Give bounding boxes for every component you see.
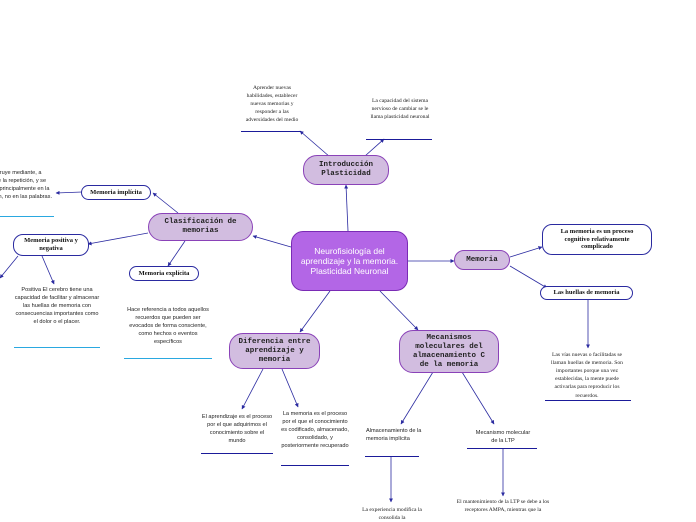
memoria-implicita-node[interactable]: Memoria implícita — [81, 185, 151, 200]
edge-positiva-left — [0, 255, 19, 279]
edge-clasif-explicita — [167, 240, 186, 267]
diferencia-note-aprendizaje: El aprendizaje es el proceso por el que … — [201, 414, 273, 445]
memoria-explicita-note-underline — [124, 358, 212, 359]
memoria-implicita-note: Se construye mediante, a través de la re… — [0, 170, 53, 201]
diferencia-note-memoria-underline — [281, 465, 349, 466]
edge-intro-note2 — [364, 138, 385, 157]
edge-implicita-note — [55, 190, 83, 195]
memoria-positiva-label: Memoria positiva y negativa — [24, 237, 78, 252]
mecanismo-ltp-note: El mantenimiento de la LTP se debe a los… — [456, 499, 550, 514]
mecanismo-ltp-underline — [467, 448, 537, 449]
diferencia-node[interactable]: Diferencia entre aprendizaje y memoria — [229, 333, 320, 369]
edge-center-introduccion — [344, 184, 349, 232]
edge-memoria-huellas — [509, 265, 548, 289]
introduccion-note-aprender-underline — [241, 131, 301, 132]
central-topic-node[interactable]: Neurofisiología del aprendizaje y la mem… — [291, 231, 408, 291]
edge-clasif-positiva — [87, 232, 149, 246]
huellas-memoria-label: Las huellas de memoria — [553, 289, 620, 297]
edge-diferencia-note2 — [281, 368, 299, 408]
introduccion-node[interactable]: Introducción Plasticidad — [303, 155, 389, 185]
edge-intro-note1 — [299, 130, 331, 158]
mecanismos-node[interactable]: Mecanismos moleculares del almacenamient… — [399, 330, 499, 373]
memoria-node[interactable]: Memoria — [454, 250, 510, 270]
clasificacion-label: Clasificación de memorias — [164, 218, 237, 235]
diferencia-note-aprendizaje-underline — [201, 453, 273, 454]
diferencia-label: Diferencia entre aprendizaje y memoria — [238, 337, 311, 364]
memoria-proceso-node[interactable]: La memoria es un proceso cognitivo relat… — [542, 224, 652, 255]
almacenamiento-implicita-label[interactable]: Almacenamiento de la memoria implícita — [366, 428, 422, 443]
almacenamiento-implicita-note: La experiencia modifica la consolida la — [362, 507, 422, 522]
memoria-positiva-note: Positiva El cerebro tiene una capacidad … — [14, 287, 100, 326]
memoria-explicita-note: Hace referencia a todos aquellos recuerd… — [127, 307, 209, 346]
edge-positiva-note — [41, 255, 55, 285]
memoria-implicita-label: Memoria implícita — [90, 188, 142, 196]
mecanismo-ltp-label[interactable]: Mecanismo molecular de la LTP — [475, 430, 531, 445]
memoria-positiva-node[interactable]: Memoria positiva y negativa — [13, 234, 89, 256]
edge-diferencia-note1 — [241, 368, 264, 410]
huellas-memoria-note: Las vías nuevas o facilitadas se llaman … — [551, 352, 623, 399]
introduccion-note-capacidad: La capacidad del sistema nervioso de cam… — [370, 98, 430, 121]
diferencia-note-memoria: La memoria es el proceso por el que el c… — [281, 411, 349, 450]
mecanismos-label: Mecanismos moleculares del almacenamient… — [412, 333, 485, 369]
introduccion-note-capacidad-underline — [366, 139, 432, 140]
introduccion-label: Introducción Plasticidad — [318, 161, 373, 178]
memoria-positiva-note-underline — [14, 347, 100, 348]
edge-center-mecanismos — [379, 290, 419, 331]
edge-center-diferencia — [299, 290, 331, 333]
huellas-memoria-note-underline — [545, 400, 631, 401]
memoria-explicita-node[interactable]: Memoria explícita — [129, 266, 199, 281]
clasificacion-node[interactable]: Clasificación de memorias — [148, 213, 253, 241]
edge-memoria-proceso — [509, 246, 543, 258]
huellas-memoria-node[interactable]: Las huellas de memoria — [540, 286, 633, 300]
memoria-explicita-label: Memoria explícita — [138, 269, 190, 277]
edge-mecanismos-ltp — [461, 371, 495, 425]
almacenamiento-implicita-underline — [365, 456, 419, 457]
memoria-implicita-note-underline — [0, 216, 54, 217]
edge-clasif-implicita — [152, 192, 179, 214]
memoria-proceso-label: La memoria es un proceso cognitivo relat… — [560, 227, 634, 251]
edge-center-clasificacion — [252, 235, 292, 248]
edge-mecanismos-alm — [400, 371, 434, 425]
memoria-label: Memoria — [466, 255, 498, 264]
introduccion-note-aprender: Aprender nuevas habilidades, establecer … — [245, 85, 299, 124]
central-topic-label: Neurofisiología del aprendizaje y la mem… — [300, 245, 399, 277]
